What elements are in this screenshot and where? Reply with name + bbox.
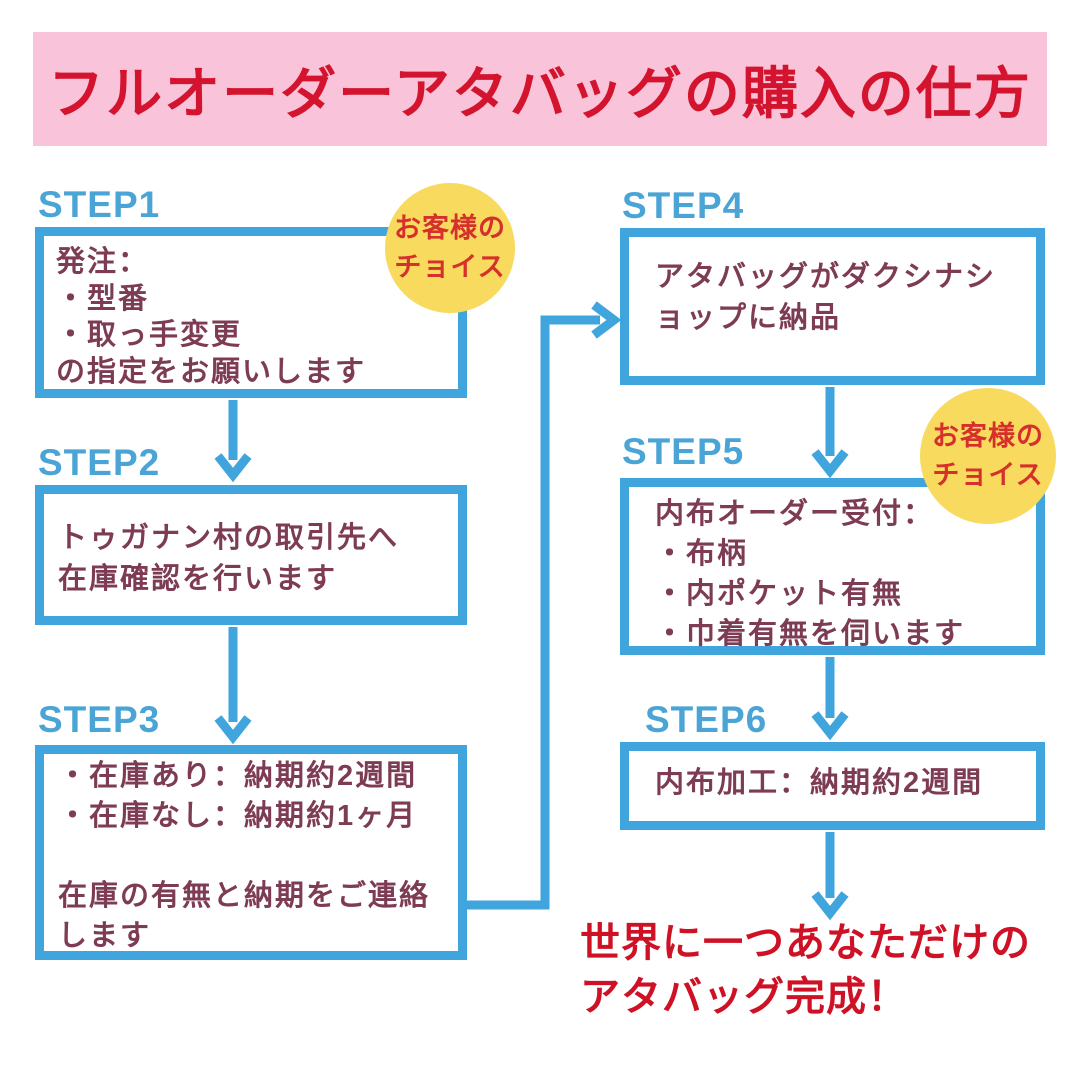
step5-label: STEP5 <box>622 431 745 472</box>
page-title: フルオーダーアタバッグの購入の仕方 <box>48 61 1032 125</box>
arrow-step1-to-step2-icon <box>214 400 252 483</box>
step5-choice-badge-text: お客様の チョイス <box>932 420 1044 490</box>
step1-choice-badge: お客様の チョイス <box>385 183 515 313</box>
arrow-step4-to-step5-icon <box>811 387 849 479</box>
step6-label: STEP6 <box>645 699 768 740</box>
step5-text: 内布オーダー受付： ・布柄 ・内ポケット有無 ・巾着有無を伺います <box>655 498 966 651</box>
arrow-step2-to-step3-icon <box>214 627 252 745</box>
step1-box: 発注： ・型番 ・取っ手変更 の指定をお願いします <box>35 227 467 398</box>
step6-text: 内布加工：納期約2週間 <box>655 767 984 799</box>
step2-text: トゥガナン村の取引先へ 在庫確認を行います <box>58 522 400 595</box>
arrow-step5-to-step6-icon <box>811 657 849 741</box>
completion-note: 世界に一つあなただけの アタバッグ完成！ <box>580 921 1031 1020</box>
step6-box: 内布加工：納期約2週間 <box>620 742 1045 830</box>
step2-box: トゥガナン村の取引先へ 在庫確認を行います <box>35 485 467 625</box>
step5-choice-badge: お客様の チョイス <box>920 388 1056 524</box>
step1-choice-badge-text: お客様の チョイス <box>394 212 506 282</box>
step1-text: 発注： ・型番 ・取っ手変更 の指定をお願いします <box>56 246 367 388</box>
page-title-banner: フルオーダーアタバッグの購入の仕方 <box>33 32 1047 146</box>
step3-box: ・在庫あり：納期約2週間 ・在庫なし：納期約1ヶ月 在庫の有無と納期をご連絡 し… <box>35 745 467 960</box>
step4-label: STEP4 <box>622 185 745 226</box>
arrow-step6-to-finish-icon <box>811 832 849 921</box>
step3-label: STEP3 <box>38 699 161 740</box>
step4-box: アタバッグがダクシナシ ョップに納品 <box>620 228 1045 385</box>
step4-text: アタバッグがダクシナシ ョップに納品 <box>655 261 997 334</box>
step3-text: ・在庫あり：納期約2週間 ・在庫なし：納期約1ヶ月 在庫の有無と納期をご連絡 し… <box>58 760 431 953</box>
step2-label: STEP2 <box>38 442 161 483</box>
arrow-step3-to-step4-icon <box>465 301 622 910</box>
step1-label: STEP1 <box>38 184 161 225</box>
